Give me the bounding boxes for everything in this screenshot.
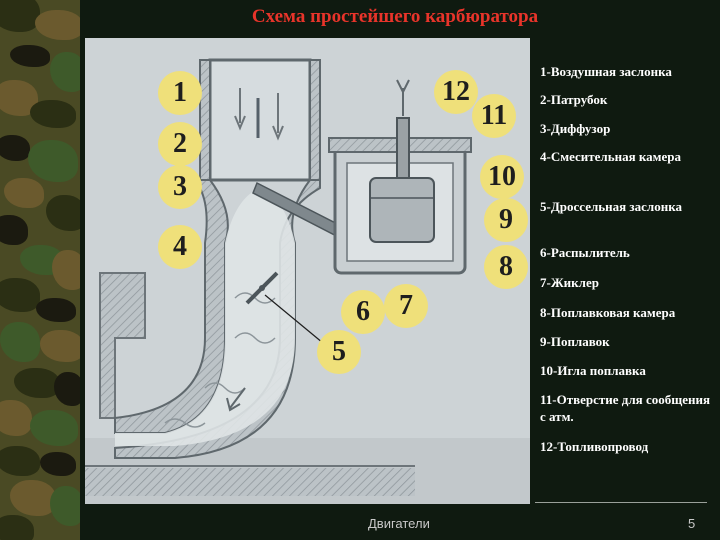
callout-5: 5 [317,330,361,374]
callout-3: 3 [158,165,202,209]
legend-item-7: 7-Жиклер [540,274,718,291]
callout-12: 12 [434,70,478,114]
footer-divider [535,502,707,503]
legend-item-10: 10-Игла поплавка [540,362,718,379]
legend-item-11: 11-Отверстие для сообщения с атм. [540,391,718,425]
camouflage-decoration [0,0,80,540]
legend-item-1: 1-Воздушная заслонка [540,63,718,80]
callout-7: 7 [384,284,428,328]
legend-item-2: 2-Патрубок [540,91,718,108]
callout-6: 6 [341,290,385,334]
callout-11: 11 [472,94,516,138]
footer-section: Двигатели [368,516,430,531]
legend-item-4: 4-Смесительная камера [540,148,718,165]
legend-item-9: 9-Поплавок [540,333,718,350]
legend-item-12: 12-Топливопровод [540,438,718,455]
legend-item-5: 5-Дроссельная заслонка [540,198,718,215]
page-number: 5 [688,516,695,531]
callout-2: 2 [158,122,202,166]
slide-title: Схема простейшего карбюратора [0,6,720,28]
callout-10: 10 [480,155,524,199]
callout-8: 8 [484,245,528,289]
callout-4: 4 [158,225,202,269]
callout-9: 9 [484,198,528,242]
legend-item-8: 8-Поплавковая камера [540,304,718,321]
callout-1: 1 [158,71,202,115]
legend-item-6: 6-Распылитель [540,244,718,261]
legend-item-3: 3-Диффузор [540,120,718,137]
